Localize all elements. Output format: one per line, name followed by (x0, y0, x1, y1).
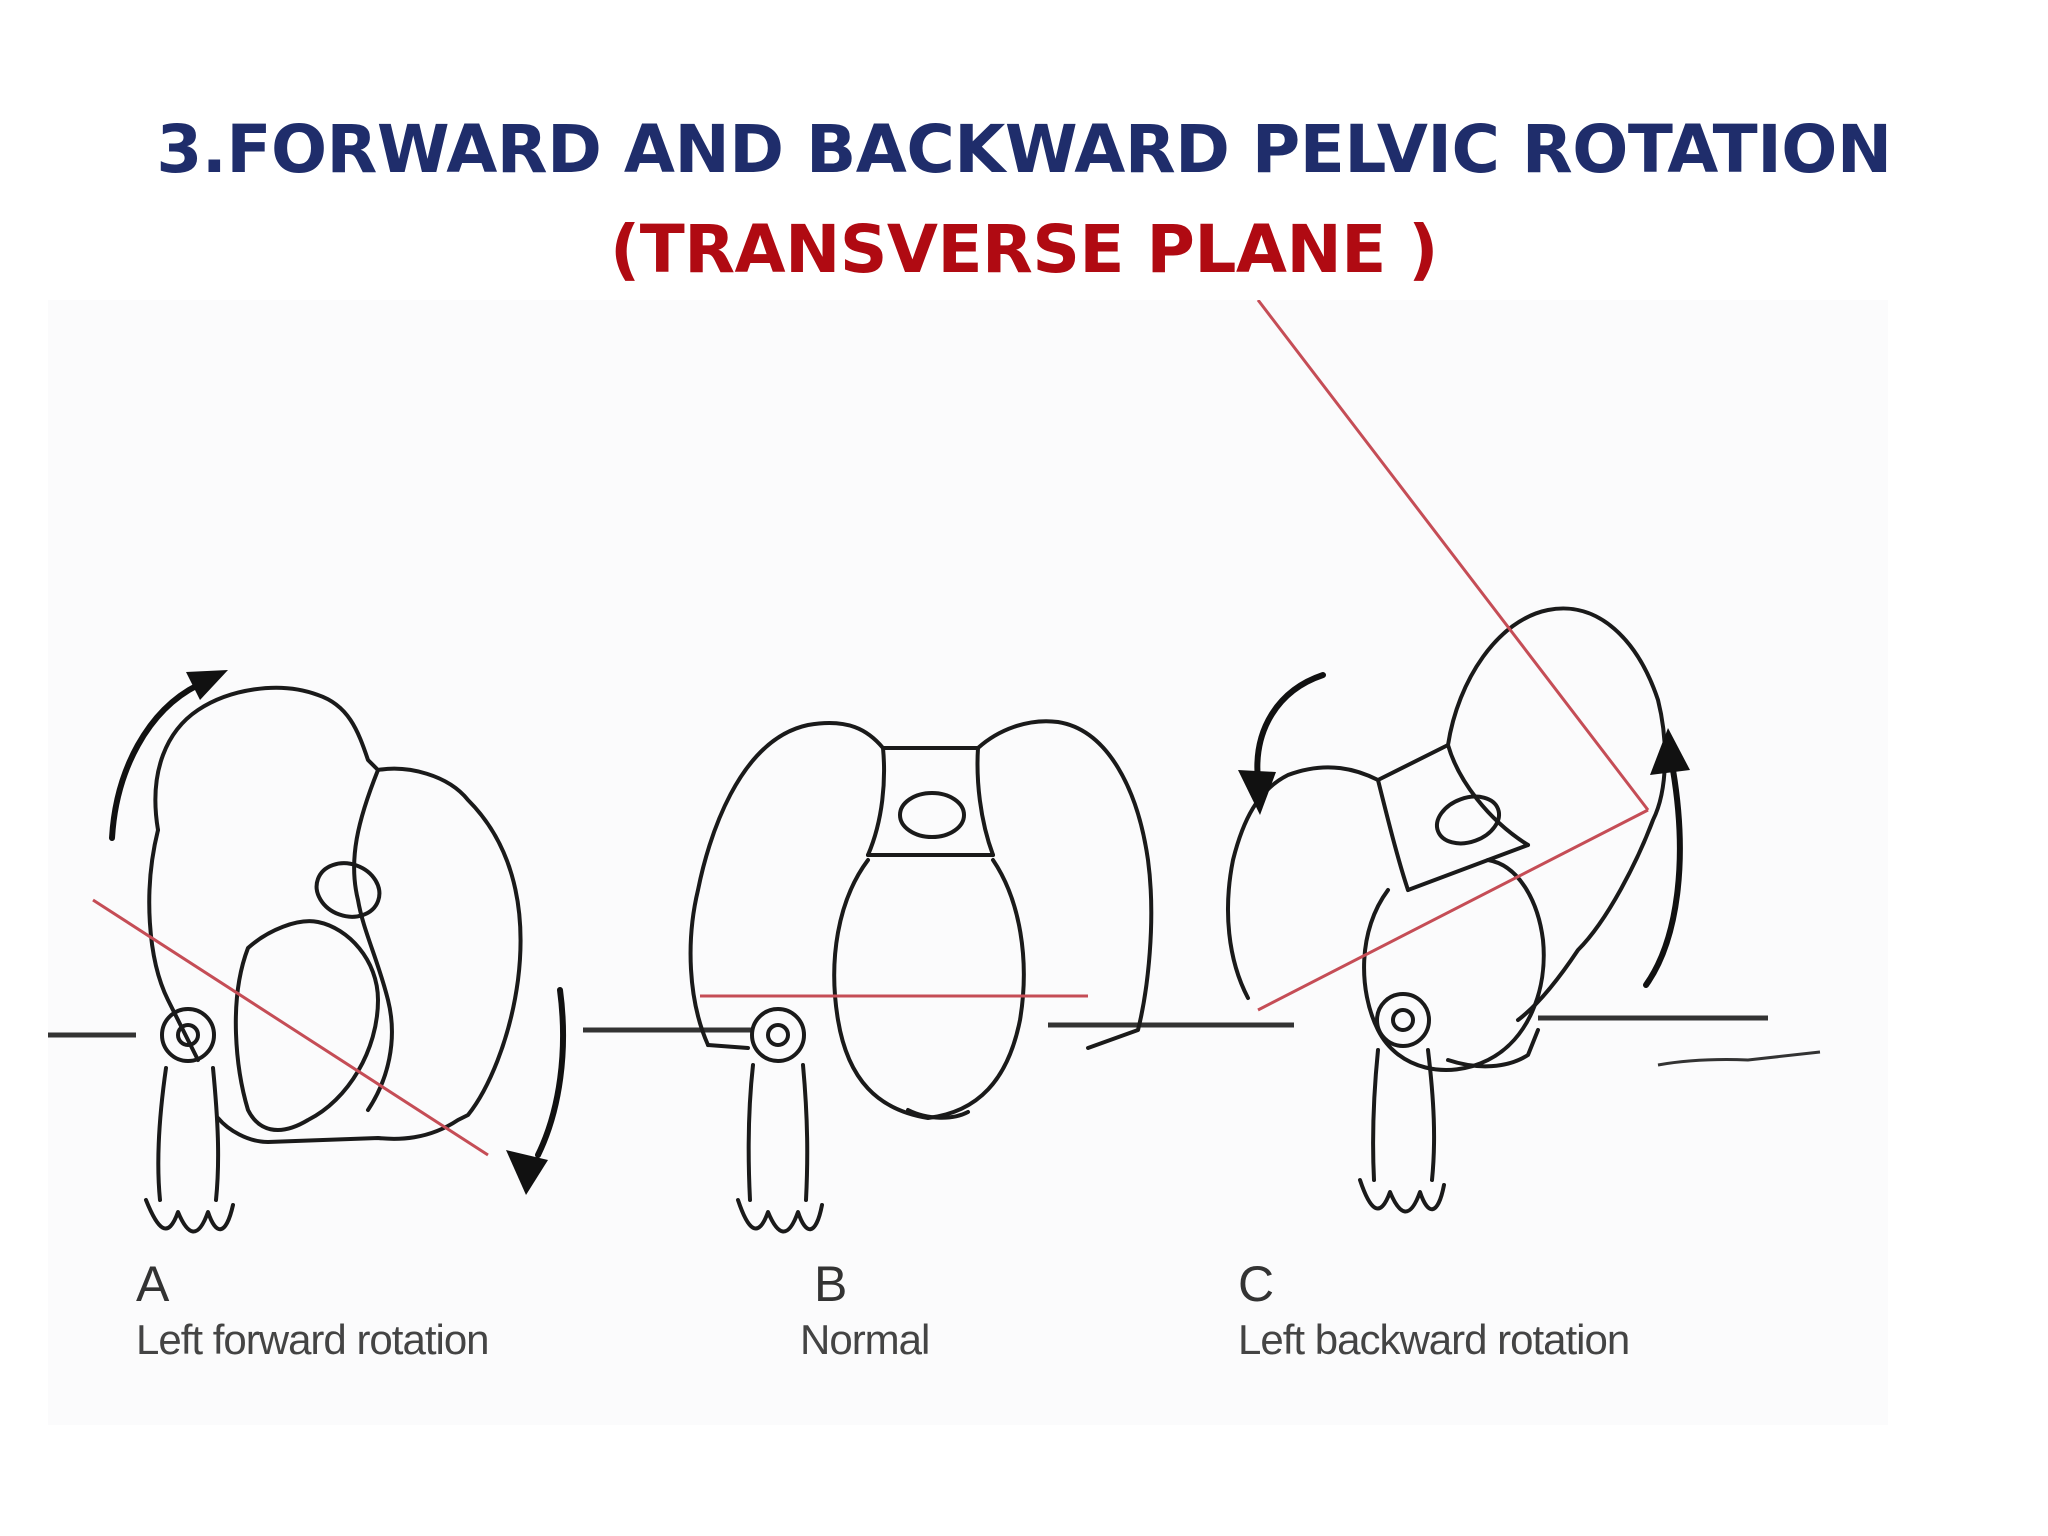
panel-a-caption: Left forward rotation (136, 1316, 490, 1363)
panel-b-pelvis (688, 719, 1154, 1234)
panel-a-letter: A (136, 1256, 170, 1312)
panel-b-letter: B (814, 1256, 848, 1312)
panel-a-arrow-down (535, 987, 566, 1158)
panel-c-arrow-back-head (1238, 770, 1276, 815)
pelvic-rotation-figure: A Left forward rotation B Normal C Left … (48, 300, 1888, 1425)
slide-title: 3.FORWARD AND BACKWARD PELVIC ROTATION (… (0, 100, 2048, 300)
panel-c-reference-line (1256, 300, 1650, 811)
panel-c-pelvis (1226, 606, 1667, 1214)
panel-a-pelvis (144, 685, 523, 1234)
panel-c-letter: C (1238, 1256, 1275, 1312)
panel-c-arrow-back (1254, 672, 1326, 783)
panel-c-arrow-up-head (1650, 728, 1690, 775)
panel-c-caption: Left backward rotation (1238, 1316, 1630, 1363)
artist-signature (1657, 1050, 1821, 1067)
panel-a-arrow-down-head (506, 1150, 548, 1195)
panel-a-arrow-forward (109, 682, 201, 841)
panel-a-arrow-forward-head (186, 670, 228, 700)
panel-c-reference-line-main (1257, 808, 1649, 1012)
pelvic-rotation-diagram (48, 300, 1821, 1234)
panel-b-caption: Normal (800, 1316, 930, 1363)
title-subtitle: (TRANSVERSE PLANE ) (610, 211, 1438, 288)
panel-c-arrow-up (1643, 767, 1683, 988)
panel-a-reference-line (92, 898, 489, 1157)
title-main: 3.FORWARD AND BACKWARD PELVIC ROTATION (156, 111, 1892, 188)
